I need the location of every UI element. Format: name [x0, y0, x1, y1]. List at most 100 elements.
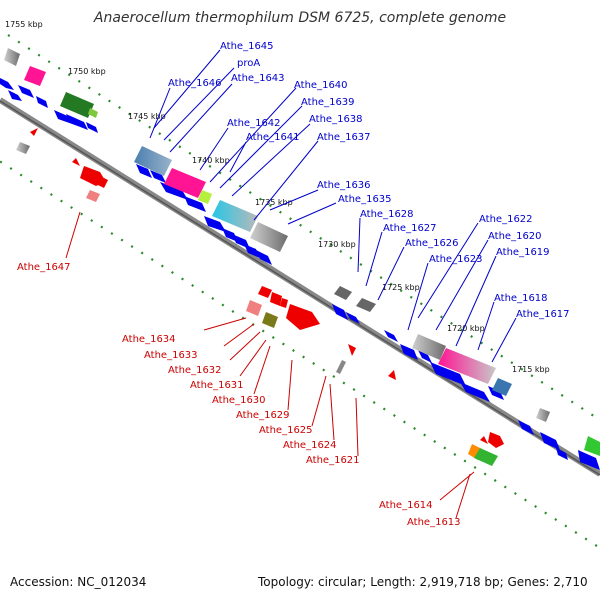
- gene-label[interactable]: Athe_1632: [168, 365, 222, 376]
- gene-box[interactable]: [492, 378, 512, 396]
- gene-label[interactable]: Athe_1629: [236, 410, 290, 421]
- gene-box[interactable]: [24, 66, 46, 86]
- kbp-labels: 1755 kbp 1750 kbp 1745 kbp 1740 kbp 1735…: [5, 20, 550, 374]
- gene-label[interactable]: Athe_1620: [488, 231, 542, 242]
- gene-label[interactable]: Athe_1635: [338, 194, 392, 205]
- gene-arrow[interactable]: [36, 96, 48, 108]
- gene-label[interactable]: Athe_1613: [407, 517, 461, 528]
- gene-box[interactable]: [164, 168, 206, 198]
- gene-label[interactable]: Athe_1617: [516, 309, 570, 320]
- gene-label[interactable]: Athe_1627: [383, 223, 437, 234]
- gene-box[interactable]: [356, 298, 376, 312]
- gene-arrow[interactable]: [280, 298, 288, 308]
- gene-arrow[interactable]: [204, 216, 226, 232]
- gene-arrow[interactable]: [244, 244, 260, 258]
- gene-box[interactable]: [334, 286, 352, 300]
- gene-label[interactable]: Athe_1639: [301, 97, 355, 108]
- gene-arrow[interactable]: [384, 330, 398, 342]
- gene-box[interactable]: [86, 190, 100, 202]
- gene-box[interactable]: [88, 108, 98, 118]
- gene-label[interactable]: Athe_1621: [306, 455, 360, 466]
- gene-box[interactable]: [246, 300, 262, 316]
- gene-arrow[interactable]: [556, 448, 568, 460]
- gene-arrow[interactable]: [332, 304, 348, 320]
- gene-arrow[interactable]: [286, 304, 320, 330]
- gene-arrow[interactable]: [0, 78, 14, 90]
- gene-box[interactable]: [134, 146, 172, 176]
- gene-label[interactable]: Athe_1624: [283, 440, 337, 451]
- gene-arrow[interactable]: [400, 344, 418, 360]
- gene-label[interactable]: Athe_1647: [17, 262, 71, 273]
- gene-label[interactable]: Athe_1618: [494, 293, 548, 304]
- gene-label[interactable]: Athe_1642: [227, 118, 281, 129]
- gene-box[interactable]: [336, 360, 346, 374]
- gene-label[interactable]: Athe_1640: [294, 80, 348, 91]
- gene-arrow[interactable]: [540, 432, 560, 450]
- gene-label[interactable]: Athe_1626: [405, 238, 459, 249]
- gene-arrow[interactable]: [136, 164, 152, 178]
- gene-arrow[interactable]: [488, 432, 504, 448]
- gene-box[interactable]: [212, 200, 258, 232]
- gene-label[interactable]: Athe_1641: [246, 132, 300, 143]
- gene-label[interactable]: Athe_1637: [317, 132, 371, 143]
- gene-box[interactable]: [536, 408, 550, 422]
- gene-label[interactable]: Athe_1628: [360, 209, 414, 220]
- gene-arrow[interactable]: [160, 182, 188, 200]
- gene-label[interactable]: Athe_1625: [259, 425, 313, 436]
- gene-label[interactable]: Athe_1630: [212, 395, 266, 406]
- gene-label[interactable]: Athe_1645: [220, 41, 274, 52]
- gene-arrow[interactable]: [86, 122, 98, 133]
- gene-label[interactable]: Athe_1636: [317, 180, 371, 191]
- gene-box[interactable]: [250, 222, 288, 252]
- red-gene-labels: Athe_1647 Athe_1634 Athe_1633 Athe_1632 …: [17, 262, 461, 528]
- gene-box[interactable]: [438, 348, 496, 384]
- gene-arrow[interactable]: [480, 436, 488, 444]
- gene-arrow[interactable]: [72, 158, 80, 166]
- gene-label[interactable]: Athe_1619: [496, 247, 550, 258]
- gene-box[interactable]: [16, 142, 30, 154]
- gene-label[interactable]: Athe_1638: [309, 114, 363, 125]
- gene-arrow[interactable]: [66, 114, 88, 130]
- gene-label[interactable]: Athe_1614: [379, 500, 433, 511]
- gene-arrow[interactable]: [578, 450, 600, 470]
- gene-arrow[interactable]: [430, 362, 466, 386]
- gene-arrow[interactable]: [96, 176, 108, 188]
- gene-arrow[interactable]: [150, 170, 166, 183]
- gene-arrow[interactable]: [418, 350, 432, 363]
- gene-arrow[interactable]: [256, 250, 272, 265]
- gene-label[interactable]: proA: [237, 58, 260, 69]
- inner-scale-line: [0, 160, 600, 549]
- gene-box[interactable]: [4, 48, 20, 66]
- gene-arrow[interactable]: [184, 196, 206, 212]
- kbp-label: 1725 kbp: [382, 283, 420, 292]
- reverse-strand-genes: [16, 128, 504, 466]
- gene-arrow[interactable]: [258, 286, 272, 298]
- gene-label[interactable]: Athe_1633: [144, 350, 198, 361]
- gene-label[interactable]: Athe_1623: [429, 254, 483, 265]
- gene-box[interactable]: [262, 312, 278, 328]
- gene-arrow[interactable]: [8, 90, 22, 101]
- gene-arrow[interactable]: [270, 292, 282, 306]
- gene-arrow[interactable]: [18, 85, 34, 98]
- gene-label[interactable]: Athe_1622: [479, 214, 533, 225]
- gene-arrow[interactable]: [348, 344, 356, 356]
- gene-arrow[interactable]: [388, 370, 396, 380]
- gene-label[interactable]: Athe_1643: [231, 73, 285, 84]
- gene-label[interactable]: Athe_1631: [190, 380, 244, 391]
- gene-arrow[interactable]: [460, 382, 490, 402]
- kbp-label: 1755 kbp: [5, 20, 43, 29]
- gene-label[interactable]: Athe_1634: [122, 334, 176, 345]
- gene-arrow[interactable]: [518, 420, 534, 435]
- gene-box[interactable]: [584, 436, 600, 456]
- gene-box[interactable]: [198, 190, 212, 204]
- gene-box[interactable]: [412, 334, 446, 360]
- gene-box[interactable]: [474, 448, 498, 466]
- gene-arrow[interactable]: [488, 386, 504, 400]
- gene-box[interactable]: [60, 92, 94, 118]
- gene-arrow[interactable]: [30, 128, 38, 136]
- red-leaders: [65, 211, 475, 519]
- gene-label[interactable]: Athe_1646: [168, 78, 222, 89]
- genome-backbone: [0, 97, 600, 477]
- gene-arrow[interactable]: [346, 312, 360, 324]
